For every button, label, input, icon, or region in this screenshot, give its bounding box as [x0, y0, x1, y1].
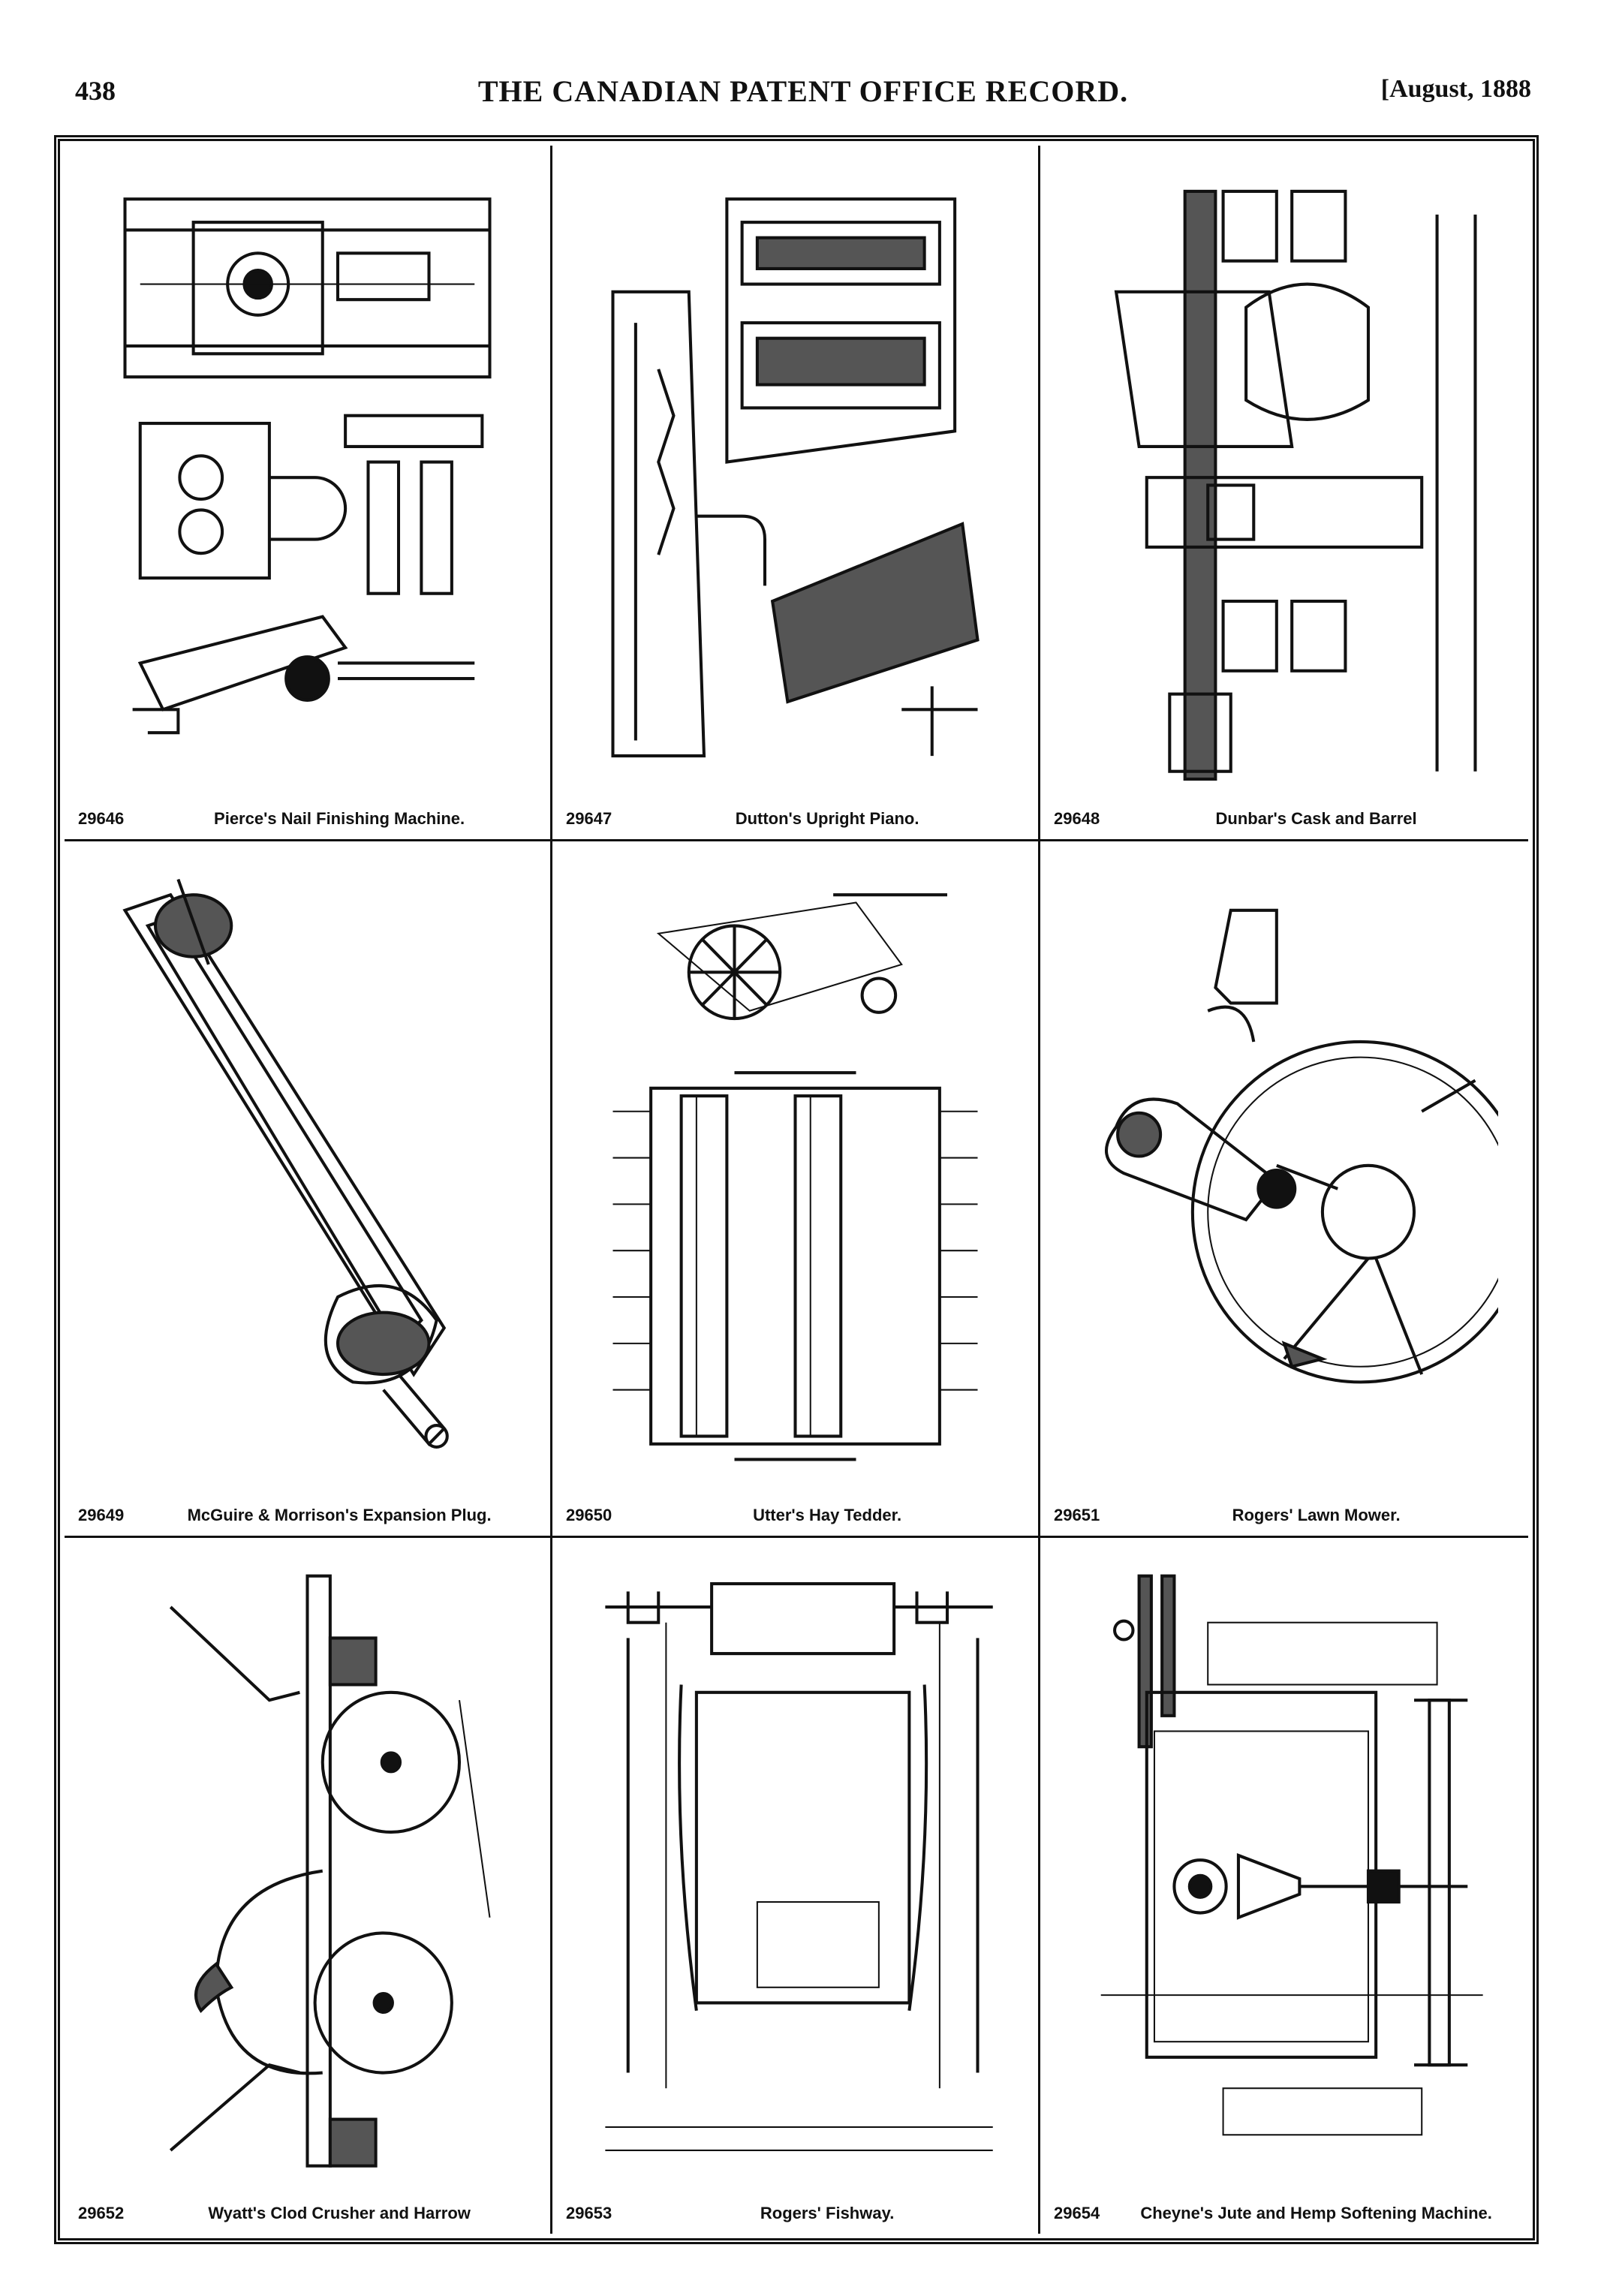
patent-number: 29651	[1054, 1505, 1100, 1524]
patent-number: 29652	[78, 2203, 125, 2222]
lawn-mower-drawing	[1070, 864, 1498, 1482]
patent-caption: 29650 Utter's Hay Tedder.	[566, 1506, 1025, 1525]
patent-caption: 29647 Dutton's Upright Piano.	[566, 809, 1025, 829]
patent-title: Rogers' Fishway.	[760, 2203, 895, 2222]
patent-cell-jute-machine: 29654 Cheyne's Jute and Hemp Softening M…	[1040, 1538, 1528, 2234]
journal-title: THE CANADIAN PATENT OFFICE RECORD.	[477, 74, 1129, 108]
jute-machine-drawing	[1070, 1560, 1498, 2181]
hay-tedder-drawing	[582, 864, 1008, 1482]
patent-number: 29653	[566, 2203, 612, 2222]
page-header: 438 THE CANADIAN PATENT OFFICE RECORD. […	[75, 69, 1531, 114]
patent-caption: 29654 Cheyne's Jute and Hemp Softening M…	[1054, 2204, 1515, 2223]
expansion-plug-drawing	[95, 864, 520, 1482]
patent-title: Dutton's Upright Piano.	[735, 809, 919, 829]
clod-crusher-drawing	[95, 1560, 520, 2181]
patent-cell-clod-crusher: 29652 Wyatt's Clod Crusher and Harrow	[65, 1537, 552, 2234]
patent-title: Utter's Hay Tedder.	[753, 1505, 902, 1524]
patent-title: Dunbar's Cask and Barrel	[1215, 809, 1417, 829]
patent-title: Pierce's Nail Finishing Machine.	[214, 809, 465, 829]
upright-piano-drawing	[582, 168, 1008, 787]
cask-barrel-drawing	[1070, 168, 1498, 787]
nail-machine-drawing	[95, 168, 520, 787]
patent-grid: 29646 Pierce's Nail Finishing Machine.	[65, 146, 1528, 2234]
patent-caption: 29646 Pierce's Nail Finishing Machine.	[78, 809, 537, 829]
patent-number: 29648	[1054, 809, 1100, 829]
patent-title: Rogers' Lawn Mower.	[1232, 1505, 1401, 1524]
patent-caption: 29649 McGuire & Morrison's Expansion Plu…	[78, 1506, 537, 1525]
patent-cell-expansion-plug: 29649 McGuire & Morrison's Expansion Plu…	[65, 841, 552, 1538]
patent-title: Wyatt's Clod Crusher and Harrow	[208, 2203, 471, 2222]
patent-plate-frame: 29646 Pierce's Nail Finishing Machine.	[54, 135, 1539, 2244]
patent-number: 29654	[1054, 2203, 1100, 2222]
patent-cell-fishway: 29653 Rogers' Fishway.	[552, 1537, 1040, 2234]
patent-number: 29647	[566, 809, 612, 829]
patent-number: 29650	[566, 1505, 612, 1524]
fishway-drawing	[582, 1560, 1008, 2181]
patent-cell-cask-barrel: 29648 Dunbar's Cask and Barrel	[1040, 146, 1528, 842]
patent-number: 29646	[78, 809, 125, 829]
patent-cell-lawn-mower: 29651 Rogers' Lawn Mower.	[1040, 841, 1528, 1538]
patent-number: 29649	[78, 1505, 125, 1524]
patent-title: Cheyne's Jute and Hemp Softening Machine…	[1140, 2203, 1492, 2222]
patent-caption: 29653 Rogers' Fishway.	[566, 2204, 1025, 2223]
patent-title: McGuire & Morrison's Expansion Plug.	[187, 1505, 492, 1524]
patent-cell-upright-piano: 29647 Dutton's Upright Piano.	[552, 146, 1040, 842]
patent-caption: 29648 Dunbar's Cask and Barrel	[1054, 809, 1515, 829]
page-number: 438	[75, 76, 116, 106]
issue-date: [August, 1888	[1380, 75, 1531, 103]
patent-caption: 29652 Wyatt's Clod Crusher and Harrow	[78, 2204, 537, 2223]
patent-cell-nail-machine: 29646 Pierce's Nail Finishing Machine.	[65, 146, 552, 842]
patent-caption: 29651 Rogers' Lawn Mower.	[1054, 1506, 1515, 1525]
patent-cell-hay-tedder: 29650 Utter's Hay Tedder.	[552, 841, 1040, 1538]
